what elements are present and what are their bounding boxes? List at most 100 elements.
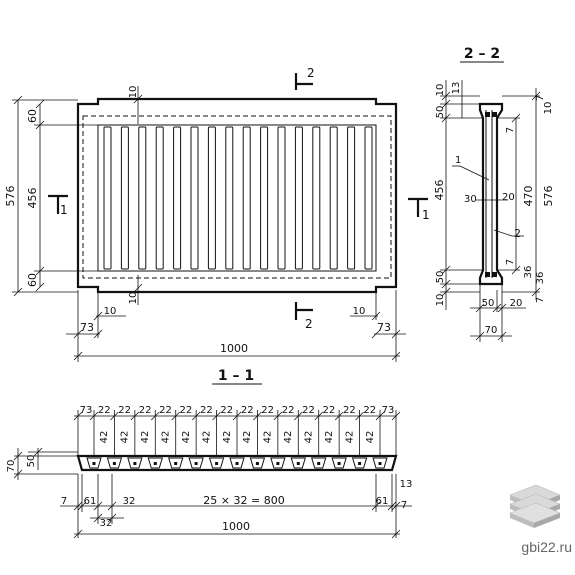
s1-rebar-dot bbox=[255, 462, 259, 465]
s2-bottom-50: 50 bbox=[482, 298, 495, 309]
s1-top-label: 22 bbox=[159, 405, 172, 416]
dim-1000-label: 1000 bbox=[220, 342, 248, 355]
plan-slot bbox=[329, 126, 338, 270]
s1-rebar-dot bbox=[153, 462, 157, 465]
s1-rib bbox=[168, 457, 184, 469]
s1-rib bbox=[208, 457, 225, 469]
dim-gap-top-label: 10 bbox=[128, 86, 139, 99]
s1-rib bbox=[229, 457, 245, 469]
plan-slot bbox=[190, 126, 199, 270]
dim-60-bottom-label: 60 bbox=[26, 273, 39, 287]
s1-top-label: 22 bbox=[261, 405, 274, 416]
s1-top-label: 22 bbox=[363, 405, 376, 416]
s1-rib-label: 42 bbox=[324, 431, 335, 444]
s1-rib-label: 42 bbox=[120, 431, 131, 444]
s1-rib bbox=[290, 457, 306, 469]
s1-top-label: 22 bbox=[180, 405, 193, 416]
plan-slot bbox=[260, 126, 269, 270]
watermark-site: gbi22.ru bbox=[521, 539, 572, 555]
s2-mid-30: 30 bbox=[464, 194, 477, 205]
s1-bottom-61-right: 61 bbox=[376, 496, 389, 507]
s1-rib-label: 42 bbox=[201, 431, 212, 444]
s2-leader-2: 2 bbox=[514, 227, 521, 240]
s1-rib-label: 42 bbox=[222, 431, 233, 444]
section-1-1-profile bbox=[76, 454, 398, 472]
s1-bottom-13-right: 13 bbox=[400, 479, 413, 490]
s1-top-label: 22 bbox=[343, 405, 356, 416]
section-2-2-profile bbox=[478, 102, 504, 286]
s1-rebar-dot bbox=[194, 462, 198, 465]
s1-bottom-7-left: 7 bbox=[61, 496, 67, 507]
s1-rib bbox=[86, 457, 102, 469]
section-2-2: 2 – 2 10 13 50 456 50 10 bbox=[433, 46, 555, 342]
s1-rib bbox=[147, 457, 163, 469]
dim-gap-bottom-left-label: 10 bbox=[104, 306, 117, 317]
s1-bottom-32b: 32 bbox=[100, 518, 113, 529]
s2-right-576: 576 bbox=[542, 186, 555, 207]
plan-slot bbox=[242, 126, 251, 270]
s1-rib-label: 42 bbox=[242, 431, 253, 444]
s1-rib bbox=[127, 457, 143, 469]
s1-bottom-61-left: 61 bbox=[84, 496, 97, 507]
s2-right-7c: 7 bbox=[505, 259, 516, 265]
plan-slot bbox=[277, 126, 286, 270]
s2-mid-20: 20 bbox=[502, 192, 515, 203]
s2-left-456: 456 bbox=[433, 180, 446, 201]
s1-rebar-dot bbox=[317, 462, 321, 465]
plan-slot bbox=[103, 126, 112, 270]
s1-rib bbox=[249, 457, 266, 469]
plan-hidden-outline bbox=[82, 115, 392, 279]
plan-slot bbox=[294, 126, 303, 270]
stacked-slabs-icon bbox=[509, 484, 561, 528]
plan-inner-frame bbox=[97, 124, 377, 272]
s1-rib bbox=[311, 457, 327, 469]
plan-slot bbox=[312, 126, 321, 270]
s2-bottom-20: 20 bbox=[510, 298, 523, 309]
s1-rib-label: 42 bbox=[161, 431, 172, 444]
plan-slot bbox=[347, 126, 356, 270]
s2-right-7: 7 bbox=[535, 95, 546, 101]
s2-left-10b: 10 bbox=[435, 294, 446, 307]
s1-rebar-dot bbox=[235, 462, 239, 465]
s2-left-50b: 50 bbox=[435, 271, 446, 284]
s1-total-label: 1000 bbox=[222, 520, 250, 533]
plan-slots bbox=[103, 126, 373, 270]
s1-tick-group bbox=[73, 410, 401, 456]
cut-2-bottom-label: 2 bbox=[305, 317, 313, 331]
s1-rib-label: 42 bbox=[263, 431, 274, 444]
s1-top-label: 22 bbox=[200, 405, 213, 416]
dim-456-label: 456 bbox=[26, 188, 39, 209]
s2-right-36: 36 bbox=[523, 266, 534, 279]
dim-576-label: 576 bbox=[4, 186, 17, 207]
s2-bottom-70: 70 bbox=[485, 325, 498, 336]
plan-slot bbox=[225, 126, 234, 270]
s1-top-label: 22 bbox=[220, 405, 233, 416]
s2-right-7b: 7 bbox=[505, 127, 516, 133]
s1-rebar-dot bbox=[174, 462, 178, 465]
s1-rib-label: 42 bbox=[283, 431, 294, 444]
s2-right-7d: 7 bbox=[535, 297, 546, 303]
s1-rib-group bbox=[86, 457, 388, 469]
s1-rebar-dot bbox=[133, 462, 137, 465]
plan-view: 1 1 2 2 576 60 456 60 10 10 bbox=[4, 66, 430, 362]
s1-rib bbox=[106, 457, 123, 469]
s1-bottom-32: 32 bbox=[123, 496, 136, 507]
watermark: gbi22.ru bbox=[509, 484, 572, 555]
s1-top-label: 22 bbox=[323, 405, 336, 416]
s1-height-70: 70 bbox=[6, 460, 17, 473]
s1-top-label: 22 bbox=[118, 405, 131, 416]
s2-left-13: 13 bbox=[451, 82, 462, 95]
dim-73-right-label: 73 bbox=[377, 321, 391, 334]
dim-gap-bottom-right-label: 10 bbox=[353, 306, 366, 317]
s2-right-10: 10 bbox=[543, 102, 554, 115]
plan-outline bbox=[76, 97, 398, 294]
s1-rebar-dot bbox=[337, 462, 341, 465]
dim-gap-bottom-mid-label: 10 bbox=[128, 292, 139, 305]
s1-rebar-dot bbox=[276, 462, 280, 465]
s1-rib bbox=[331, 457, 347, 469]
s1-rib bbox=[372, 457, 388, 469]
